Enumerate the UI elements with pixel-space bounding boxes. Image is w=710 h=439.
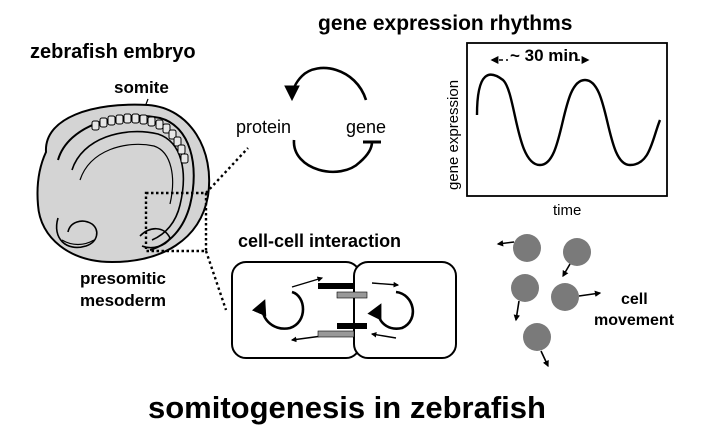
rhythm-title: gene expression rhythms xyxy=(318,12,572,35)
psm-label-line2: mesoderm xyxy=(80,291,166,310)
loop-arrow-top xyxy=(284,66,368,102)
cell-right-out-arrow xyxy=(370,331,397,339)
psm-label-line1: presomitic xyxy=(80,269,166,288)
ligand-bottom xyxy=(317,330,355,338)
embryo-notochord xyxy=(79,143,174,205)
interaction-panel: cell-cell interaction xyxy=(231,231,457,359)
moving-cell xyxy=(523,323,551,351)
cell-right-loop xyxy=(367,290,415,330)
moving-cell xyxy=(511,274,539,302)
moving-cells xyxy=(511,234,591,351)
receptor-bottom xyxy=(337,323,367,329)
embryo-panel: zebrafish embryo somite xyxy=(30,41,249,311)
loop-repression-bottom xyxy=(292,139,374,174)
main-title: somitogenesis in zebrafish xyxy=(148,390,546,425)
movement-arrows xyxy=(496,240,602,368)
protein-label: protein xyxy=(236,117,291,137)
expression-wave xyxy=(475,73,662,167)
embryo-axis-inner xyxy=(71,130,185,241)
period-label: ~ 30 min xyxy=(510,46,579,65)
movement-panel: cell movement xyxy=(496,234,675,368)
movement-label-line1: cell xyxy=(621,291,648,308)
cell-left-in-arrow xyxy=(290,335,323,343)
y-axis-label: gene expression xyxy=(445,80,462,190)
zoom-line-upper xyxy=(205,147,249,194)
x-axis-label: time xyxy=(553,202,581,219)
moving-cell xyxy=(513,234,541,262)
psm-dotted-box xyxy=(144,191,208,253)
cell-right xyxy=(353,261,457,359)
moving-cell xyxy=(563,238,591,266)
gene-label: gene xyxy=(346,117,386,137)
cell-left-out-arrow xyxy=(291,276,324,288)
embryo-head xyxy=(55,217,98,249)
somite-blocks xyxy=(91,113,189,164)
ligand-top xyxy=(336,291,368,299)
cell-right-in-arrow xyxy=(371,281,400,288)
embryo-body xyxy=(36,103,211,264)
zoom-line-lower xyxy=(204,250,228,311)
cell-left-loop xyxy=(251,290,305,330)
interaction-title: cell-cell interaction xyxy=(238,231,401,251)
plot-frame xyxy=(466,42,668,197)
rhythm-panel: gene expression rhythms gene expression … xyxy=(318,12,668,219)
moving-cell xyxy=(551,283,579,311)
movement-label-line2: movement xyxy=(594,312,675,329)
feedback-loop: protein gene xyxy=(236,66,386,174)
embryo-tail xyxy=(139,227,171,249)
cell-left xyxy=(231,261,361,359)
embryo-title: zebrafish embryo xyxy=(30,41,196,63)
somite-label: somite xyxy=(114,78,169,97)
receptor-top xyxy=(318,283,354,289)
